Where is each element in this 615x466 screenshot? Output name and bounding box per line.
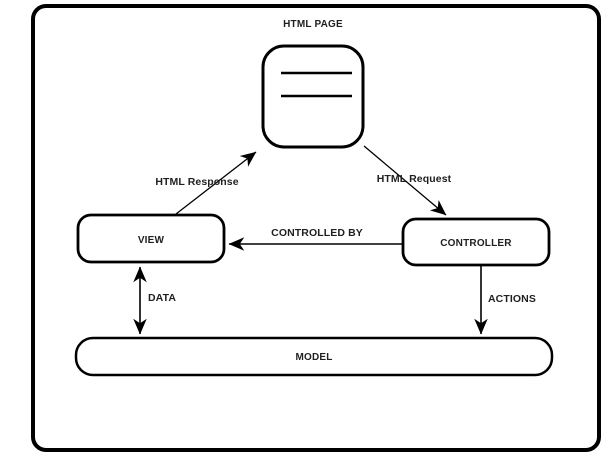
actions-label: ACTIONS [488,293,536,305]
model-node [74,336,554,377]
view-label: VIEW [138,235,165,246]
model-label: MODEL [295,352,332,363]
html-page-label: HTML PAGE [283,19,343,30]
controlled-by-label: CONTROLLED BY [271,227,363,239]
html-response-label: HTML Response [155,176,238,188]
outer-frame-border [31,4,601,452]
controller-node [401,217,551,267]
data-label: DATA [148,292,176,304]
html-request-arrow [363,145,447,216]
controller-label: CONTROLLER [440,238,512,249]
html-request-label: HTML Request [377,173,452,185]
html-response-arrow [175,151,257,215]
view-node [76,213,226,264]
